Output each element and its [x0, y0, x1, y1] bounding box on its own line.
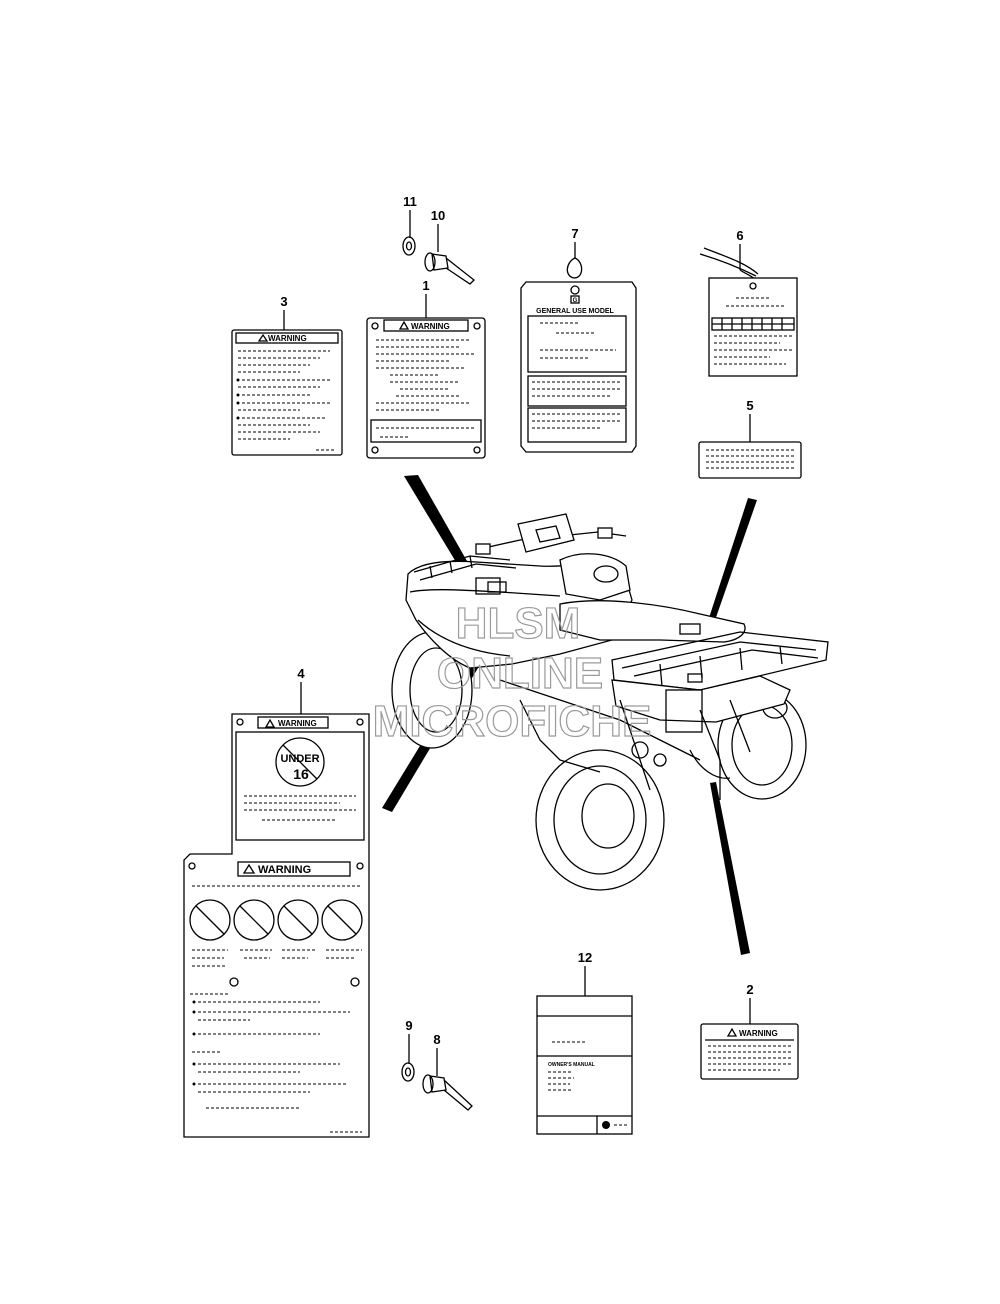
- part-2-warning-label: 2 WARNING: [700, 982, 799, 1080]
- part-4-bottom-title: WARNING: [258, 864, 311, 876]
- part-11-washer: 11: [402, 194, 417, 256]
- leader-wedge-2: [710, 782, 750, 955]
- part-7-emblem: G: [573, 298, 578, 304]
- callout-4: 4: [297, 666, 305, 681]
- rear-tire-right: [535, 749, 665, 891]
- callout-9: 9: [405, 1018, 412, 1033]
- watermark: HLSM ONLINE MICROFICHE: [372, 598, 652, 746]
- rear-fender: [611, 675, 791, 723]
- atv-illustration: [382, 475, 829, 955]
- callout-7: 7: [571, 226, 578, 241]
- callout-5: 5: [746, 398, 753, 413]
- front-rack: [413, 555, 517, 581]
- part-4-warning-label: 4 WARNING UNDER 16 WARNING: [183, 666, 370, 1138]
- part-2-title: WARNING: [739, 1029, 778, 1038]
- part-12-owners-manual: 12 OWNER'S MANUAL: [536, 950, 633, 1135]
- part-3-warning-label: 3 WARNING: [231, 294, 343, 456]
- part-1-warning-label: 1 WARNING: [366, 278, 486, 459]
- watermark-line3: MICROFICHE: [373, 697, 652, 746]
- part-6-hang-tag: 6: [699, 228, 798, 377]
- callout-10: 10: [431, 208, 445, 223]
- part-3-title: WARNING: [268, 334, 307, 343]
- part-4-badge-top: UNDER: [280, 753, 319, 765]
- callout-12: 12: [578, 950, 592, 965]
- watermark-line1: HLSM: [456, 599, 581, 648]
- seat: [559, 600, 746, 643]
- part-7-title: GENERAL USE MODEL: [536, 308, 614, 315]
- part-10-rivet: 10: [424, 208, 475, 285]
- callout-6: 6: [736, 228, 743, 243]
- callout-11: 11: [403, 194, 417, 209]
- part-5-label: 5: [698, 398, 802, 479]
- callout-8: 8: [433, 1032, 440, 1047]
- part-9-washer: 9: [401, 1018, 415, 1082]
- part-7-general-use-tag: 7 G GENERAL USE MODEL: [520, 226, 637, 453]
- part-1-title: WARNING: [411, 322, 450, 331]
- leader-wedge-5: [707, 498, 757, 626]
- callout-1: 1: [422, 278, 429, 293]
- part-4-badge-bottom: 16: [293, 766, 309, 782]
- watermark-line2: ONLINE: [437, 649, 603, 698]
- part-8-rivet: 8: [422, 1032, 473, 1111]
- part-4-top-title: WARNING: [278, 719, 317, 728]
- part-12-title: OWNER'S MANUAL: [548, 1062, 595, 1068]
- callout-2: 2: [746, 982, 753, 997]
- callout-3: 3: [280, 294, 287, 309]
